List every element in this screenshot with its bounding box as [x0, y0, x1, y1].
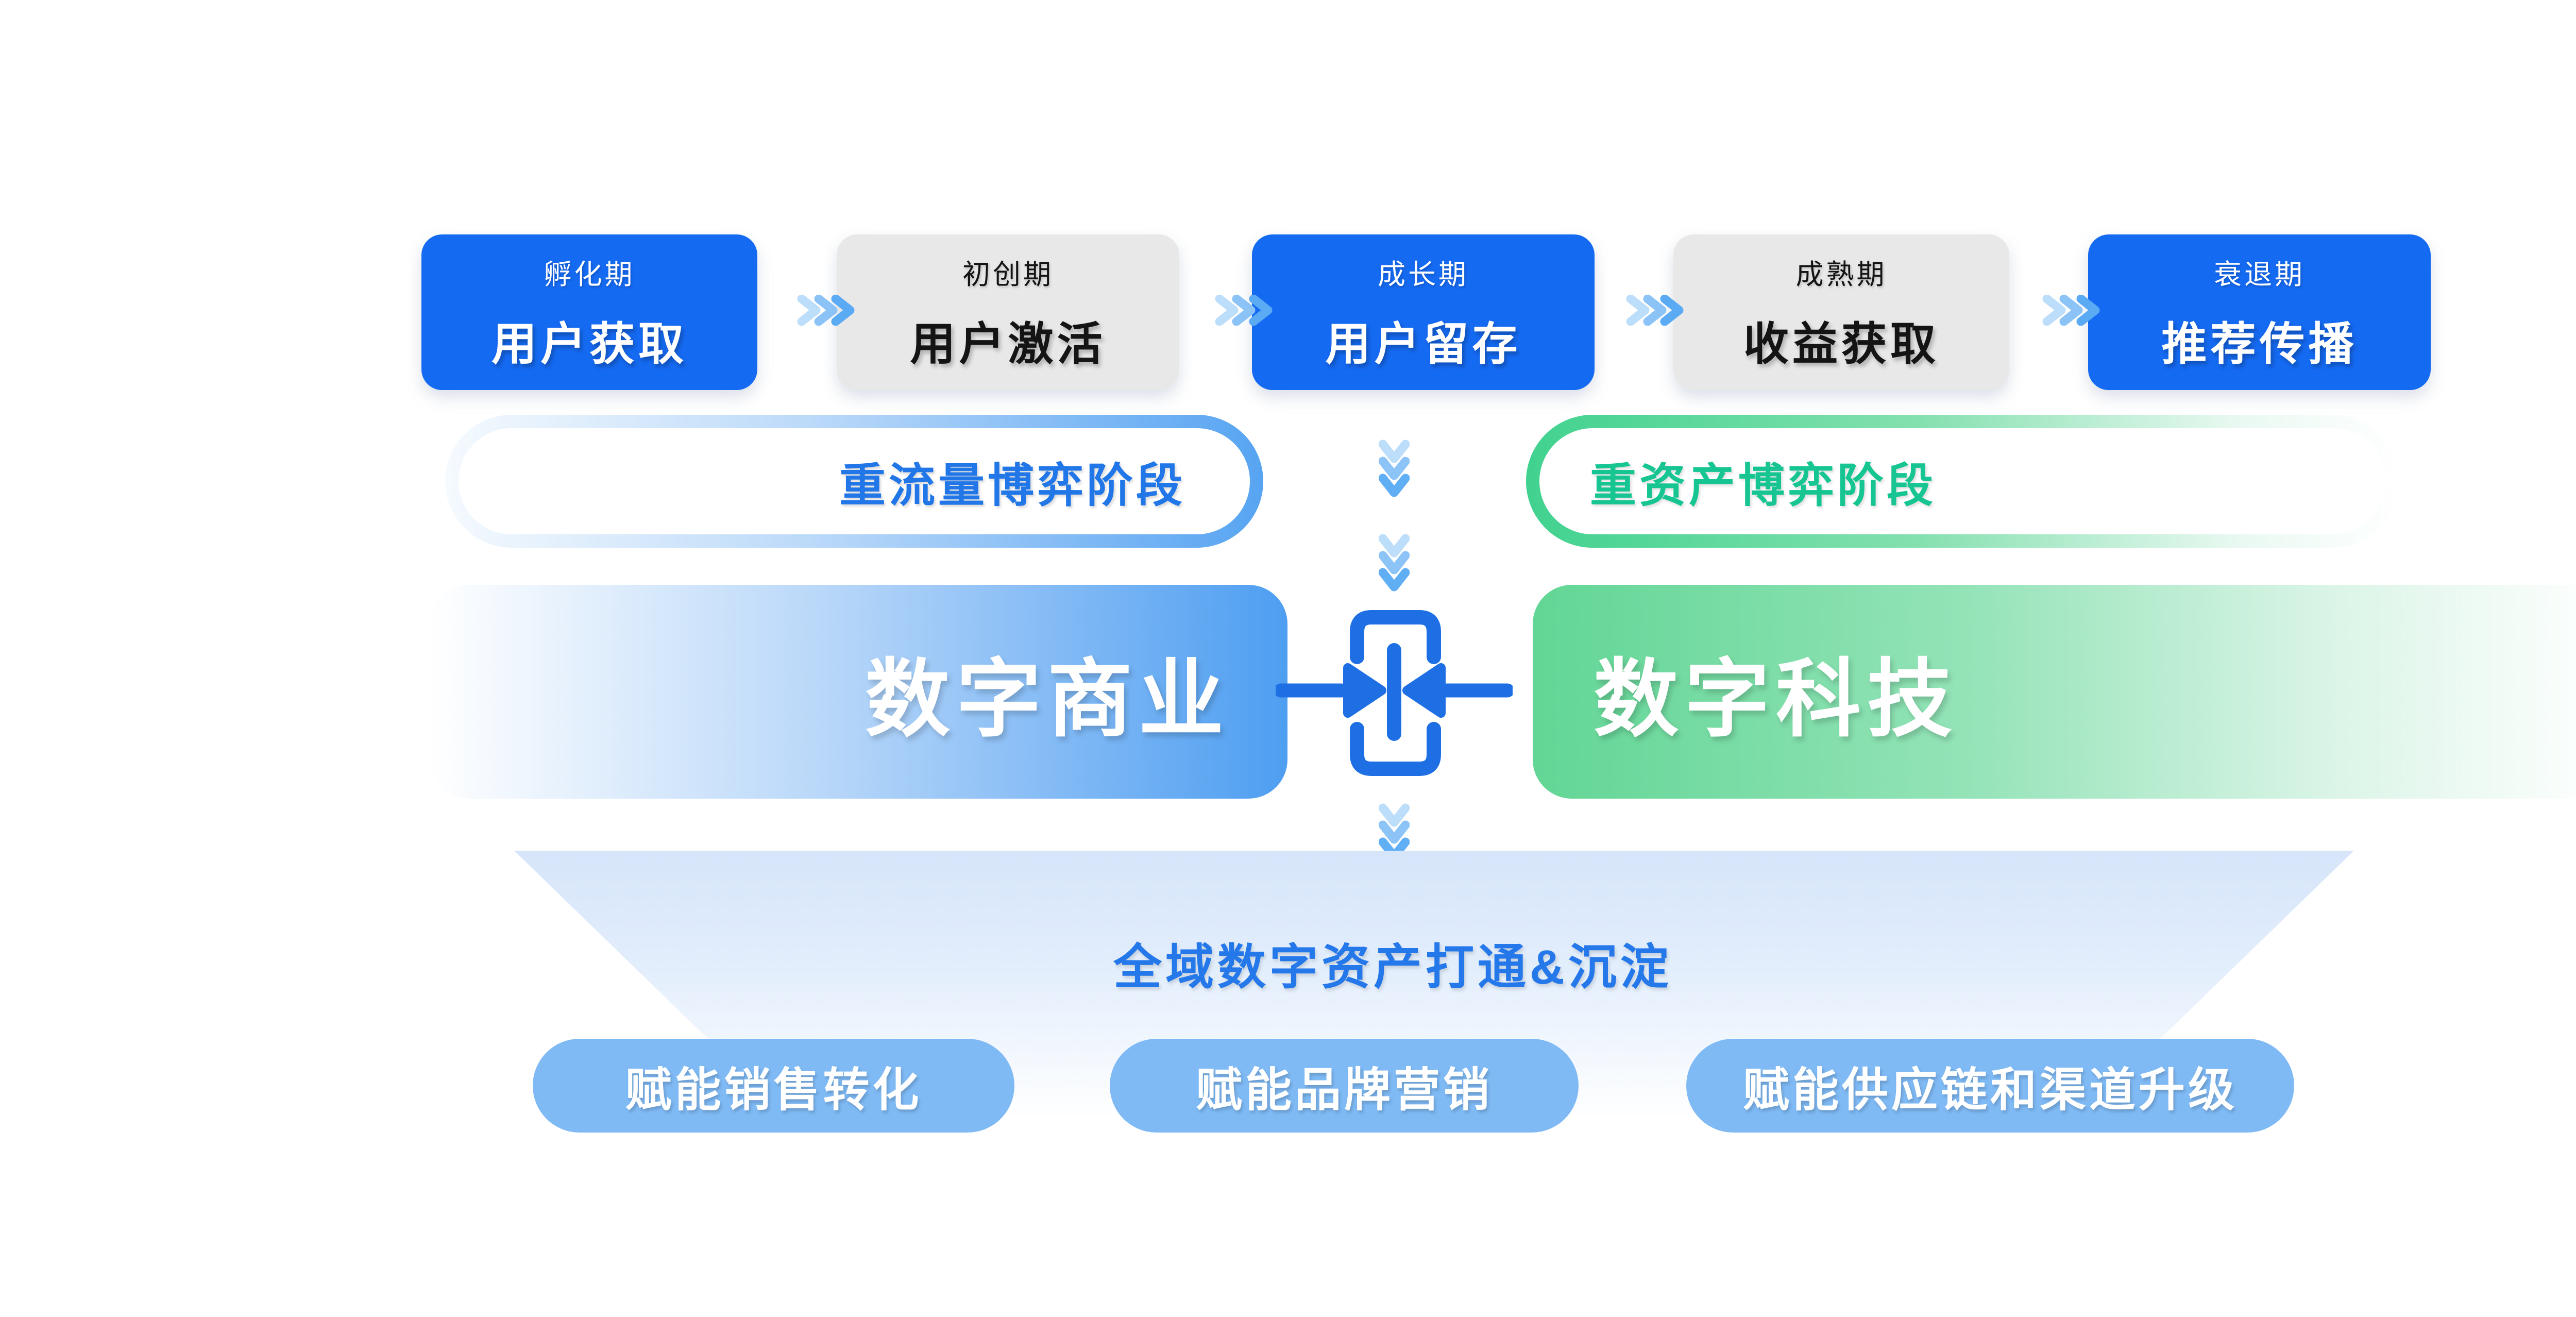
stage-box-growth: 成长期 用户留存	[1252, 234, 1595, 390]
triple-chevron-right-icon	[797, 295, 855, 326]
benefit-pill-brand: 赋能品牌营销	[1110, 1039, 1579, 1133]
phase-pill-traffic-label: 重流量博弈阶段	[459, 428, 1250, 534]
triple-chevron-down-icon	[1379, 534, 1410, 592]
stage-label: 孵化期	[544, 259, 635, 290]
stage-box-startup: 初创期 用户激活	[837, 234, 1179, 390]
stage-title: 用户激活	[910, 318, 1106, 369]
stage-title: 用户留存	[1325, 318, 1521, 369]
triple-chevron-right-icon	[1626, 295, 1684, 326]
phase-pill-asset: 重资产博弈阶段	[1526, 415, 2399, 548]
stage-box-decline: 衰退期 推荐传播	[2088, 234, 2431, 390]
triple-chevron-right-icon	[1215, 295, 1273, 326]
stage-title: 推荐传播	[2161, 318, 2358, 369]
stage-title: 收益获取	[1743, 318, 1939, 369]
domain-label: 数字商业	[865, 652, 1230, 747]
phase-pill-asset-label: 重资产博弈阶段	[1539, 428, 2386, 534]
domain-block-digital-tech: 数字科技	[1533, 585, 2576, 799]
phase-pill-traffic: 重流量博弈阶段	[445, 415, 1263, 548]
benefit-pill-sales: 赋能销售转化	[533, 1039, 1014, 1133]
stage-label: 成长期	[1378, 259, 1469, 290]
funnel-title: 全域数字资产打通&沉淀	[1113, 940, 1672, 994]
stage-label: 成熟期	[1795, 259, 1887, 290]
triple-chevron-down-icon	[1379, 440, 1410, 497]
stage-label: 初创期	[962, 259, 1054, 290]
stage-title: 用户获取	[491, 318, 687, 369]
merge-horizontal-icon	[1276, 610, 1513, 776]
domain-block-digital-commerce: 数字商业	[430, 585, 1287, 799]
stage-box-incubation: 孵化期 用户获取	[421, 234, 757, 390]
domain-label: 数字科技	[1594, 652, 1958, 747]
stage-label: 衰退期	[2214, 259, 2305, 290]
triple-chevron-right-icon	[2042, 295, 2100, 326]
stage-box-maturity: 成熟期 收益获取	[1673, 234, 2009, 390]
benefit-pill-supply-chain: 赋能供应链和渠道升级	[1686, 1039, 2294, 1133]
